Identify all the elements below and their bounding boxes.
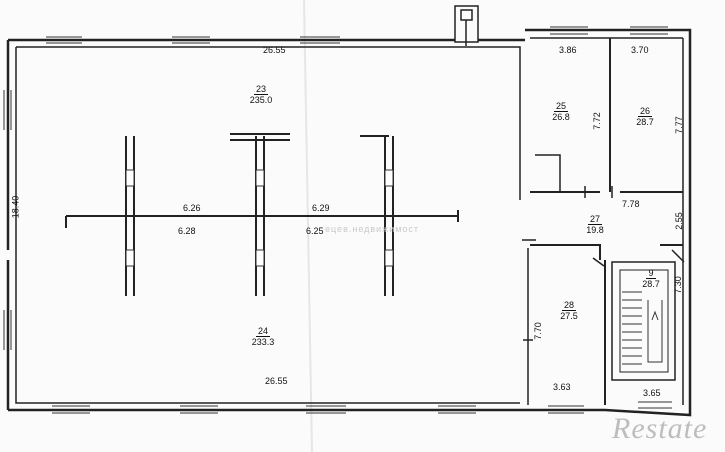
dim-room28-width: 3.63 bbox=[553, 382, 571, 392]
dim-room25-width: 3.86 bbox=[559, 45, 577, 55]
dim-partition-b-bottom: 6.25 bbox=[306, 226, 324, 236]
partitions bbox=[65, 133, 459, 296]
room-27-label: 27 19.8 bbox=[580, 214, 610, 235]
dim-left-height: 18.40 bbox=[10, 195, 21, 219]
dim-room26-width: 3.70 bbox=[631, 45, 649, 55]
watermark-url: ецев.недвижимост bbox=[325, 224, 420, 234]
dim-corridor-length: 7.78 bbox=[622, 199, 640, 209]
dim-bottom-hall: 26.55 bbox=[265, 376, 288, 386]
room-27-number: 27 bbox=[587, 214, 602, 225]
room-28-area: 27.5 bbox=[560, 311, 578, 321]
windows bbox=[3, 26, 672, 414]
room-26-number: 26 bbox=[637, 106, 652, 117]
room-25-number: 25 bbox=[553, 101, 568, 112]
room-28-label: 28 27.5 bbox=[554, 300, 584, 321]
doors bbox=[522, 186, 685, 341]
room-23-area: 235.0 bbox=[249, 95, 273, 105]
room-9-label: 9 28.7 bbox=[636, 268, 666, 289]
room-23-number: 23 bbox=[253, 84, 268, 95]
room-9-number: 9 bbox=[646, 268, 656, 279]
dim-partition-a-bottom: 6.28 bbox=[178, 226, 196, 236]
room-26-area: 28.7 bbox=[636, 117, 654, 127]
walls bbox=[6, 28, 692, 417]
dim-stair-width: 3.65 bbox=[643, 388, 661, 398]
dim-partition-a-top: 6.26 bbox=[183, 203, 201, 213]
room-24-area: 233.3 bbox=[251, 337, 275, 347]
dim-room25-depth: 7.72 bbox=[591, 112, 602, 130]
watermark-logo: Restate bbox=[612, 412, 708, 445]
vent-box bbox=[454, 5, 479, 46]
room-9-area: 28.7 bbox=[642, 279, 660, 289]
room-24-number: 24 bbox=[255, 326, 270, 337]
dim-partition-b-top: 6.29 bbox=[312, 203, 330, 213]
room-27-area: 19.8 bbox=[586, 225, 604, 235]
room-25-label: 25 26.8 bbox=[546, 101, 576, 122]
stair-treads bbox=[622, 291, 663, 365]
room-28-number: 28 bbox=[561, 300, 576, 311]
dim-room26-depth: 7.77 bbox=[673, 116, 684, 134]
room-26-label: 26 28.7 bbox=[630, 106, 660, 127]
room-25-area: 26.8 bbox=[552, 112, 570, 122]
dim-stair-depth: 7.30 bbox=[672, 276, 683, 294]
dim-corridor-width: 2.55 bbox=[673, 212, 684, 230]
room-23-label: 23 235.0 bbox=[246, 84, 276, 105]
dim-top-hall: 26.55 bbox=[263, 45, 286, 55]
room-24-label: 24 233.3 bbox=[248, 326, 278, 347]
dim-room28-depth: 7.70 bbox=[532, 322, 543, 340]
